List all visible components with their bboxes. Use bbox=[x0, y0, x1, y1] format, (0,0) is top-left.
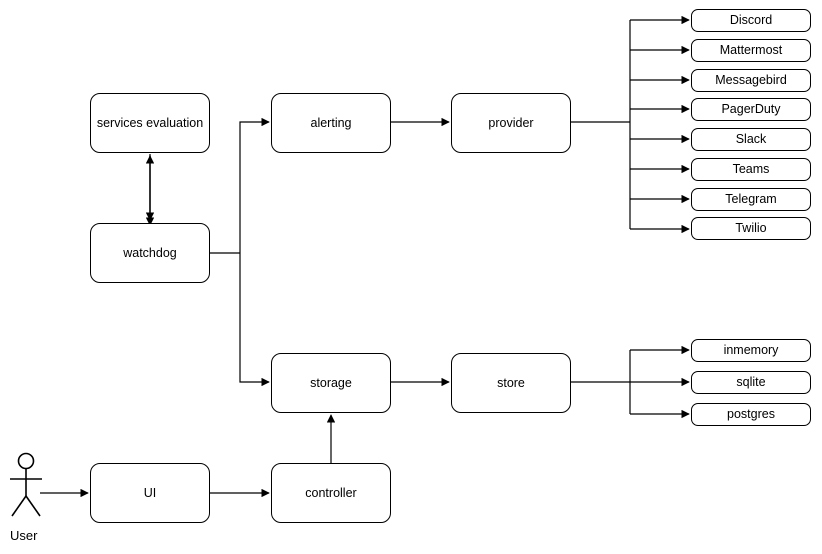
node-services-evaluation[interactable]: services evaluation bbox=[90, 93, 210, 153]
node-ui[interactable]: UI bbox=[90, 463, 210, 523]
node-messagebird[interactable]: Messagebird bbox=[691, 69, 811, 92]
node-slack[interactable]: Slack bbox=[691, 128, 811, 151]
node-mattermost[interactable]: Mattermost bbox=[691, 39, 811, 62]
node-store[interactable]: store bbox=[451, 353, 571, 413]
node-provider[interactable]: provider bbox=[451, 93, 571, 153]
node-storage[interactable]: storage bbox=[271, 353, 391, 413]
user-left-leg-line bbox=[11, 495, 27, 517]
node-inmemory[interactable]: inmemory bbox=[691, 339, 811, 362]
node-twilio[interactable]: Twilio bbox=[691, 217, 811, 240]
user-actor-label: User bbox=[10, 528, 38, 543]
edge-watchdog-to-alerting bbox=[239, 117, 270, 253]
node-telegram[interactable]: Telegram bbox=[691, 188, 811, 211]
node-discord[interactable]: Discord bbox=[691, 9, 811, 32]
node-sqlite[interactable]: sqlite bbox=[691, 371, 811, 394]
node-controller[interactable]: controller bbox=[271, 463, 391, 523]
node-postgres[interactable]: postgres bbox=[691, 403, 811, 426]
user-right-leg-line bbox=[25, 495, 41, 517]
user-actor-icon bbox=[10, 452, 42, 517]
user-head-icon bbox=[17, 452, 35, 470]
edge-watchdog-to-storage bbox=[239, 253, 270, 387]
node-watchdog[interactable]: watchdog bbox=[90, 223, 210, 283]
node-teams[interactable]: Teams bbox=[691, 158, 811, 181]
node-alerting[interactable]: alerting bbox=[271, 93, 391, 153]
node-pagerduty[interactable]: PagerDuty bbox=[691, 98, 811, 121]
